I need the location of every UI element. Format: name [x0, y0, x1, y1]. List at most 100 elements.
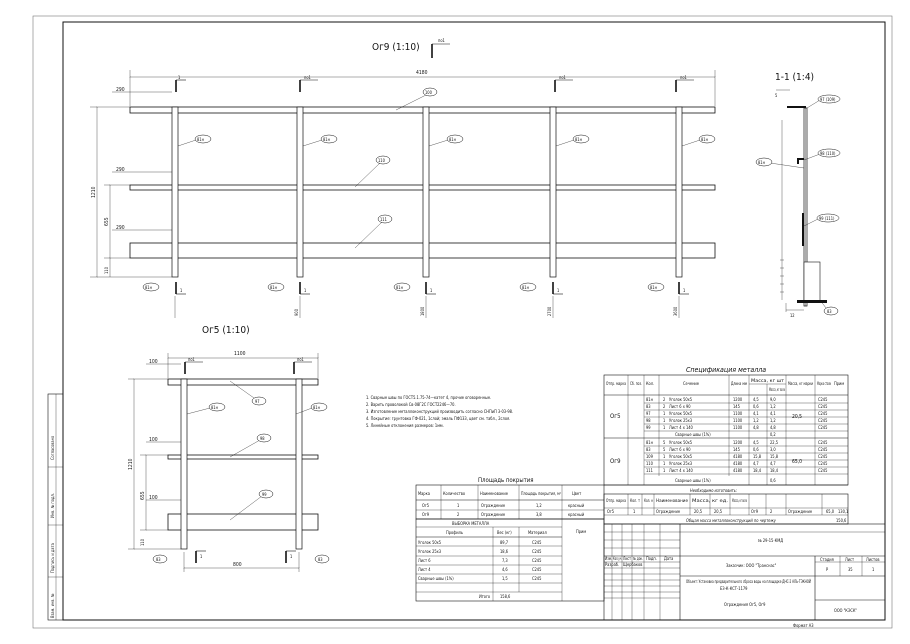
section-mark-top-1: по1	[304, 75, 311, 80]
dim-1210: 1210	[91, 186, 97, 198]
spec-g1-r5-qty: 1	[663, 425, 665, 430]
pos-81-c: 81н	[449, 137, 457, 142]
qty-title: Необходимо изготовить:	[690, 488, 737, 493]
spec-g2-r2-section: Лист 6 х 90	[669, 447, 691, 452]
pos-81-d: 81н	[575, 137, 583, 142]
steel-title: ВЫБОРКА МЕТАЛЛА	[452, 521, 490, 526]
cut-mark-bottom-c: 1	[430, 288, 432, 293]
tb-company: ООО "КЭСК"	[834, 608, 857, 613]
spec-h-steel: Марка стали	[817, 381, 831, 386]
qty-table: Необходимо изготовить: Отпр. марка Кол. …	[603, 488, 848, 525]
cut-mark-bottom-d: 1	[557, 288, 559, 293]
steel-h-note: Прим	[576, 529, 586, 534]
pos-111: 111	[380, 217, 387, 222]
tb-sheet-h: Лист	[845, 557, 854, 562]
qty-r1-mark: Ог5	[607, 509, 614, 514]
steel-r2-material: С245	[532, 549, 541, 554]
og5-pos-81-b: 81н	[313, 405, 321, 410]
tb-person-1: Щербаков	[623, 562, 642, 567]
coating-r2-mark: Ог9	[422, 512, 430, 517]
spec-h-qty: Кол.	[646, 381, 654, 386]
side-stamp-agreed: Согласовано	[50, 436, 55, 460]
rail-toe-board	[129, 242, 716, 259]
note-4: 4. Покрытие: грунтовка ГФ-021, 1слой; эм…	[366, 416, 510, 421]
spec-g2-r5-length: 4180	[733, 468, 743, 473]
og5-rail-top	[167, 378, 319, 386]
coating-h-mark: Марка	[418, 491, 430, 496]
pos-81-bottom-b: 81н	[270, 285, 278, 290]
post-4	[549, 106, 557, 278]
og5-pos-81-a: 81н	[211, 405, 219, 410]
dim-110: 110	[104, 266, 109, 274]
spec-g1-r2-mass: 0,6	[753, 404, 759, 409]
spec-g1-r1-pos: 81н	[646, 397, 654, 402]
coating-r1-name: Ограждение	[481, 503, 506, 508]
spec-h-mass-each: Масса, кг шт	[751, 378, 784, 383]
steel-h-profile: Профиль	[446, 530, 463, 535]
note-3: 3. Изготовление металлоконструкций произ…	[366, 409, 513, 414]
spec-g1-r3-mass: 4,1	[753, 411, 759, 416]
og5-dim-110: 110	[140, 538, 145, 546]
spec-g1-r3-pos: 97	[646, 411, 651, 416]
spec-g2-r5-mass: 18,4	[753, 468, 762, 473]
spec-g1-r3-total: 4,1	[770, 411, 776, 416]
ord-1800: 1800	[420, 306, 425, 316]
tb-sheets-h: Листов	[866, 557, 879, 562]
spec-g2-r2-qty: 5	[663, 447, 665, 452]
pos-81-a: 81н	[197, 137, 205, 142]
qty-total-label: Общая масса металлоконструкций по чертеж…	[686, 518, 777, 523]
spec-g1-r2-steel: С245	[818, 404, 827, 409]
sec-pos-98-110: 98 (110)	[820, 151, 836, 156]
og5-post-right	[295, 378, 303, 550]
spec-g1-r1-mass: 4,5	[753, 397, 759, 402]
spec-g1-r5-steel: С245	[818, 425, 827, 430]
spec-table: Спецификация металла Отпр. марка Сб. поз…	[603, 366, 849, 486]
qty-h-mass-each: Масса, кг ед.	[692, 498, 728, 503]
spec-title: Спецификация металла	[686, 366, 766, 374]
dim-1100: 1100	[234, 351, 246, 357]
tb-stage-h: Стадия	[820, 557, 834, 562]
spec-g1-r3-qty: 1	[663, 411, 665, 416]
pos-81-bottom-a: 81н	[145, 285, 153, 290]
side-stamp-sign: Подпись и дата	[50, 543, 55, 573]
spec-g2-r4-qty: 1	[663, 461, 665, 466]
spec-g2-r1-pos: 81н	[646, 440, 654, 445]
spec-g1-r2-length: 145	[733, 404, 740, 409]
sec-pos-81: 81н	[758, 160, 766, 165]
dim-12: 12	[790, 313, 795, 318]
spec-h-mass-all: Масса, кг всех	[769, 387, 786, 392]
qty-r2-t: 2	[770, 509, 772, 514]
spec-g2-mass-mark: 65,0	[792, 459, 802, 465]
steel-r2-weight: 18,6	[500, 549, 509, 554]
coating-h-qty: Количество	[443, 491, 465, 496]
spec-g2-r4-section: Уголок 25х3	[669, 461, 692, 466]
pos-81-bottom-d: 81н	[522, 285, 530, 290]
dim-655: 655	[104, 217, 110, 226]
coating-h-name: Наименование	[480, 491, 509, 496]
cut-mark-bottom-a: 1	[180, 288, 182, 293]
qty-r2-all: 130,1	[838, 509, 848, 514]
tb-object: Объект: Установка предварительного сброс…	[686, 579, 811, 584]
spec-g2-mark: Ог9	[610, 458, 621, 465]
spec-g1-mass-mark: 20,5	[792, 414, 802, 420]
spec-g1-r4-total: 1,2	[770, 418, 776, 423]
tb-object-2: ЕЗ-К-КСТ-1179	[720, 586, 748, 591]
qty-h-mass-all: Масса, кг всех	[732, 498, 747, 503]
pos-110: 110	[378, 158, 386, 163]
steel-table: ВЫБОРКА МЕТАЛЛА Профиль Вес (кг) Материа…	[415, 518, 605, 602]
spec-g2-r2-mass: 0,6	[753, 447, 759, 452]
tb-sheets: 1	[872, 567, 874, 572]
qty-r1-t: 1	[633, 509, 635, 514]
view-og9: Ог9 (1:10) по1 4180 1 по1 по1 по1 1210	[90, 38, 716, 318]
og5-dim-100-low: 100	[149, 495, 158, 501]
tb-format: Формат А3	[793, 623, 814, 628]
pos-81-e: 81н	[701, 137, 709, 142]
spec-g2-r1-qty: 5	[663, 440, 665, 445]
tb-sheet: 35	[848, 567, 853, 572]
spec-g1-r2-qty: 2	[663, 404, 665, 409]
qty-r2-name: Ограждение	[788, 509, 813, 514]
qty-r1-all: 20,5	[714, 509, 722, 514]
coating-h-area: Площадь покрытия, м²	[521, 491, 562, 496]
tb-h-koluch: Кол.уч.	[613, 556, 622, 561]
spec-g2-r2-steel: С245	[818, 447, 827, 452]
